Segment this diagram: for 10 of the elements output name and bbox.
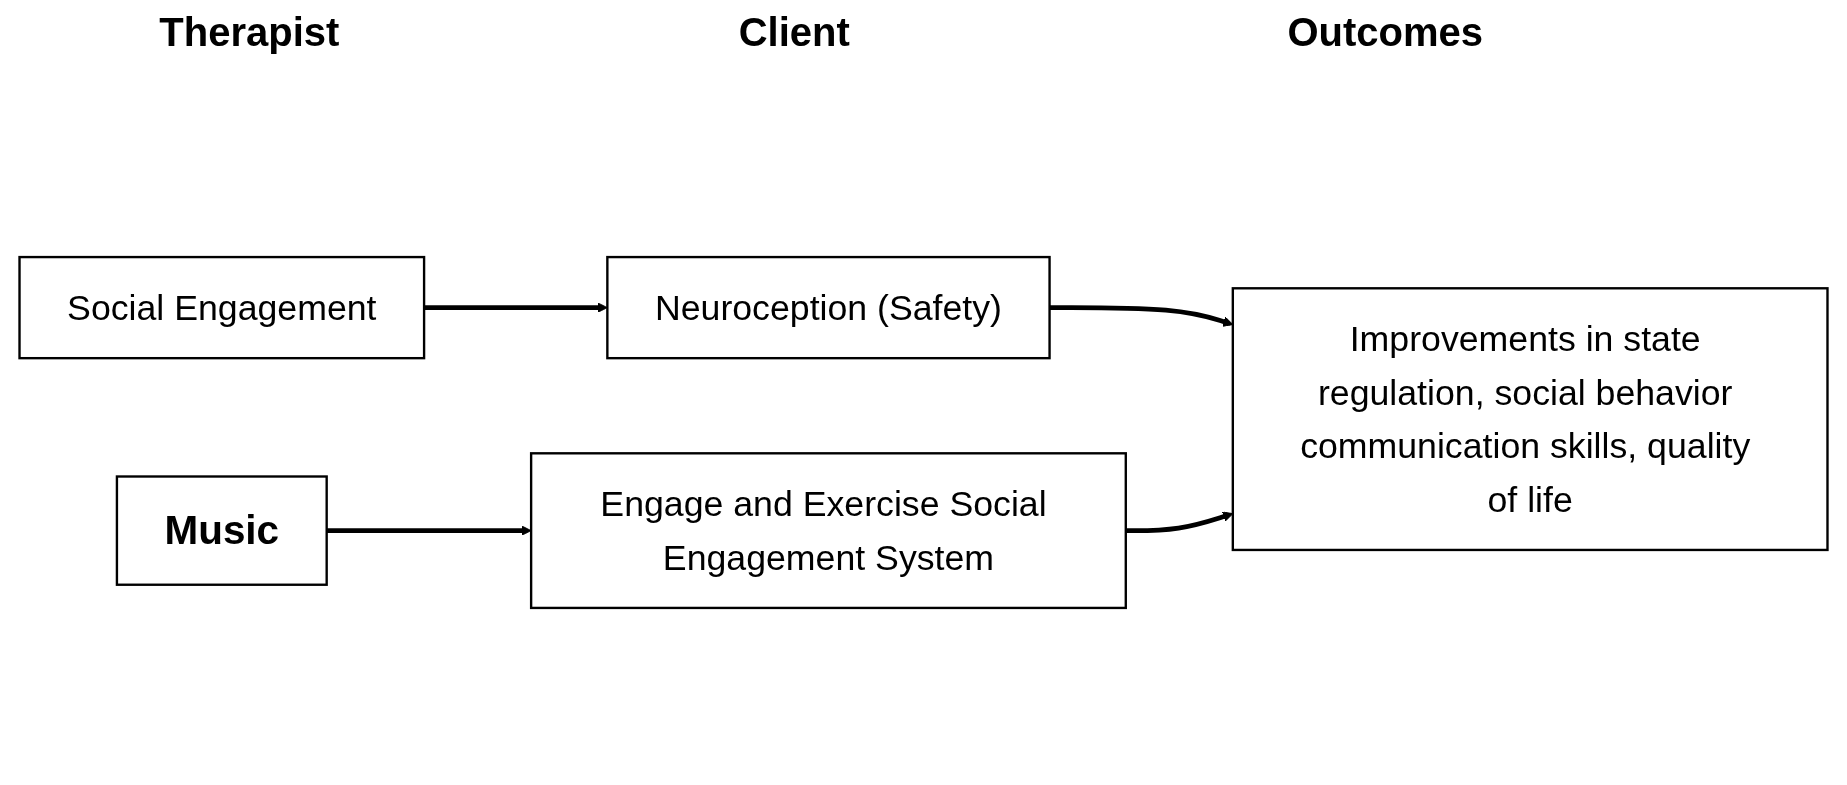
node-box: Music — [115, 475, 328, 586]
column-header: Outcomes — [1287, 10, 1484, 55]
node-box: Engage and Exercise Social Engagement System — [529, 452, 1127, 610]
column-header: Client — [738, 10, 850, 55]
node-box: Improvements in state regulation, social behavior communication skills, quality of life — [1231, 287, 1829, 552]
node-box: Neuroception (Safety) — [606, 255, 1051, 360]
arrow — [424, 302, 608, 313]
column-header: Therapist — [159, 10, 340, 55]
node-box: Social Engagement — [18, 255, 426, 360]
arrow — [326, 525, 532, 536]
